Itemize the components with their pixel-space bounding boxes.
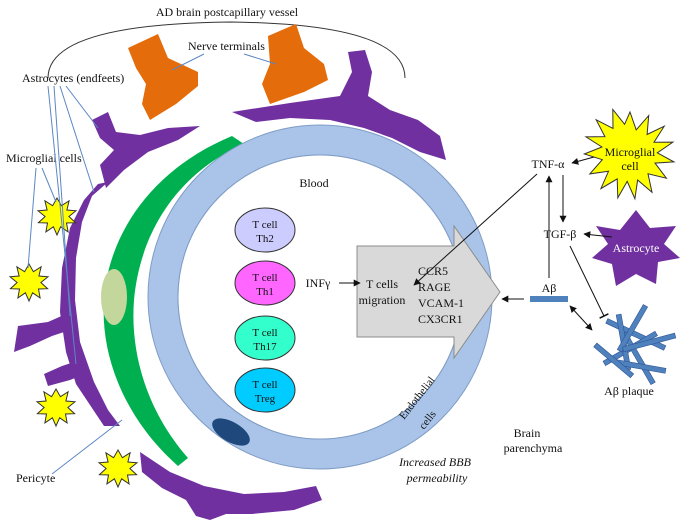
arrow-astrocyte-to-tgf	[583, 231, 613, 239]
arrow-microglia-to-tnf	[571, 156, 595, 165]
microglial-cell-label-2: cell	[621, 159, 639, 173]
t-cell-th2: T cell Th2	[234, 207, 296, 253]
nerve-terminal-1	[128, 34, 198, 120]
blood-label: Blood	[299, 176, 328, 190]
astrocyte-endfeet	[14, 50, 446, 520]
t-cells-migration-label-2: migration	[359, 293, 406, 307]
t-cell-th17-line1: T cell	[252, 327, 277, 339]
brain-parenchyma-label: Brain	[514, 426, 541, 440]
astrocyte-arm-mid-left	[14, 314, 70, 352]
arrow-tnf-to-receptors	[413, 173, 538, 286]
astrocyte-arm-lower-left	[44, 360, 90, 386]
t-cell-treg: T cell Treg	[234, 367, 296, 413]
migration-arrow	[356, 224, 501, 360]
t-cells-migration-label: T cells	[366, 277, 398, 291]
brain-parenchyma-label-2: parenchyma	[504, 441, 563, 455]
nerve-terminals-label: Nerve terminals	[188, 39, 265, 53]
nerve-terminal-2	[262, 24, 328, 104]
leader-astro-2	[59, 85, 95, 193]
receptor-rage: RAGE	[418, 280, 451, 294]
t-cell-th17-line2: Th17	[253, 341, 277, 353]
astrocyte-label: Astrocyte	[613, 241, 660, 255]
t-cell-treg-line1: T cell	[252, 379, 277, 391]
t-cell-th2-line1: T cell	[252, 219, 277, 231]
microglia-star-4	[97, 448, 139, 489]
pericyte	[103, 136, 244, 466]
t-cell-treg-line2: Treg	[255, 393, 276, 405]
a-beta-plaque	[593, 304, 677, 386]
astrocyte-foot-top-right	[232, 50, 446, 160]
leader-nerve-2	[243, 53, 277, 65]
t-cell-th2-body	[234, 207, 296, 253]
a-beta-label: Aβ	[542, 281, 557, 295]
receptor-ccr5: CCR5	[418, 264, 448, 278]
receptor-cx3cr1: CX3CR1	[418, 312, 463, 326]
t-cell-th1: T cell Th1	[234, 260, 296, 306]
receptor-list: CCR5 RAGE VCAM-1 CX3CR1	[418, 264, 464, 326]
increased-bbb-label: Increased BBB	[398, 455, 472, 469]
astrocyte-star	[592, 210, 680, 286]
leader-nerve-1	[171, 53, 205, 71]
microglial-cell-star	[582, 108, 676, 201]
microglia-star-2	[8, 262, 50, 303]
receptor-vcam1: VCAM-1	[418, 296, 464, 310]
microglial-cells-label: Microglial cells	[6, 151, 82, 165]
leader-astro-1	[65, 85, 99, 129]
interaction-arrows	[413, 156, 613, 331]
a-beta-bar	[530, 296, 568, 302]
tnf-alpha-label: TNF-α	[532, 157, 566, 171]
title-bracket	[47, 21, 406, 79]
microglial-cell-label: Microglial	[605, 145, 656, 159]
pericyte-nucleus	[101, 269, 127, 325]
microglia-star-1	[36, 196, 78, 237]
leader-microglia-1	[41, 167, 57, 203]
leader-astro-4	[47, 85, 77, 365]
tgf-beta-label: TGF-β	[544, 227, 577, 241]
diagram-title: AD brain postcapillary vessel	[156, 5, 299, 19]
t-cell-treg-body	[234, 367, 296, 413]
pericyte-label: Pericyte	[16, 471, 55, 485]
arrow-tgf-inhibits-plaque	[569, 245, 609, 319]
microglia-star-3	[35, 387, 77, 428]
astrocyte-foot-top-left	[92, 112, 200, 188]
t-cell-th2-line2: Th2	[256, 233, 274, 245]
t-cell-th17: T cell Th17	[234, 315, 296, 361]
leader-pericyte	[51, 419, 123, 475]
t-cell-th1-line1: T cell	[252, 272, 277, 284]
microglia-left	[8, 196, 139, 489]
a-beta-plaque-label: Aβ plaque	[604, 384, 654, 398]
endothelial-nucleus	[212, 418, 250, 446]
t-cell-th1-body	[234, 260, 296, 306]
infg-label: INFγ	[306, 276, 331, 290]
t-cell-th1-line2: Th1	[256, 286, 274, 298]
leader-microglia-2	[27, 167, 37, 269]
nerve-terminals	[128, 24, 328, 120]
arrow-abeta-plaque-bidirectional	[569, 305, 593, 331]
leader-lines	[27, 53, 277, 475]
t-cell-th17-body	[234, 315, 296, 361]
astrocytes-endfeets-label: Astrocytes (endfeets)	[22, 71, 124, 85]
astrocyte-foot-bottom	[140, 452, 322, 520]
increased-bbb-label-2: permeability	[406, 471, 468, 485]
